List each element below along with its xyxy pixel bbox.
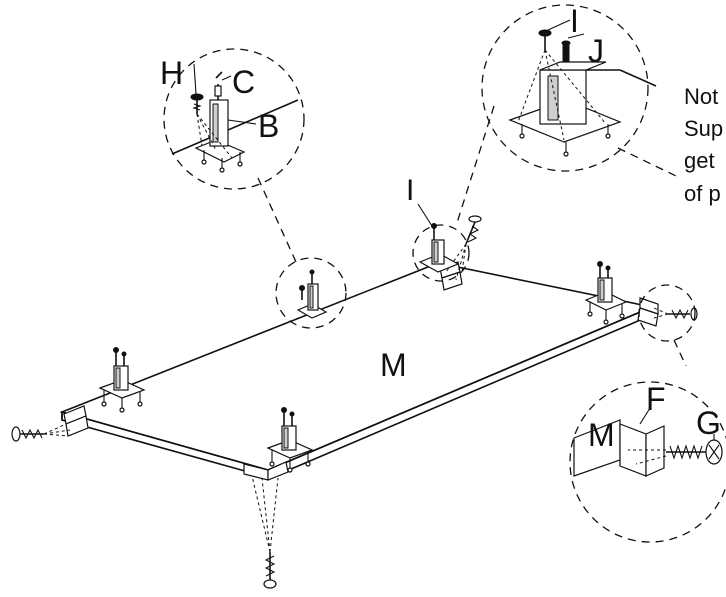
callout-side	[569, 381, 726, 543]
board-panel	[59, 262, 655, 480]
detail-circle-mid	[275, 257, 347, 329]
leg-base-bottom	[266, 407, 314, 473]
callout-top-left	[163, 48, 305, 190]
note-line-4: of p	[684, 181, 721, 206]
label-j: J	[588, 33, 604, 69]
note-line-1: Not	[684, 84, 718, 109]
corner-bracket-top	[439, 261, 463, 291]
screw-bottom	[251, 475, 279, 589]
detail-circle-top	[412, 224, 470, 282]
label-b: B	[258, 108, 279, 144]
screw-top	[445, 215, 482, 281]
leg-base-right	[584, 261, 628, 325]
screw-left	[11, 423, 71, 442]
leader-i-corner	[417, 203, 433, 227]
label-h: H	[160, 55, 183, 91]
label-i-corner: I	[406, 174, 414, 207]
callout-top-right	[481, 4, 657, 172]
note-line-3: get	[684, 148, 715, 173]
screw-right	[653, 307, 698, 321]
note-text: Not Sup get of p	[617, 84, 723, 206]
leg-base-top	[418, 223, 460, 273]
corner-bracket-bottom	[243, 461, 289, 481]
leg-base-left	[98, 347, 146, 413]
leader-top-right	[455, 105, 495, 227]
board-label: M	[380, 347, 407, 383]
note-line-2: Sup	[684, 116, 723, 141]
label-m-side: M	[588, 417, 615, 453]
label-i-top: I	[570, 3, 579, 39]
corner-bracket-right	[637, 297, 659, 327]
label-f: F	[646, 381, 666, 417]
label-g: G	[696, 405, 721, 441]
leg-base-mid	[296, 269, 328, 319]
leader-top-left	[257, 177, 297, 263]
corner-bracket-left	[63, 405, 89, 437]
label-c: C	[232, 64, 255, 100]
detail-circle-right	[638, 284, 696, 342]
leader-side	[673, 339, 687, 367]
